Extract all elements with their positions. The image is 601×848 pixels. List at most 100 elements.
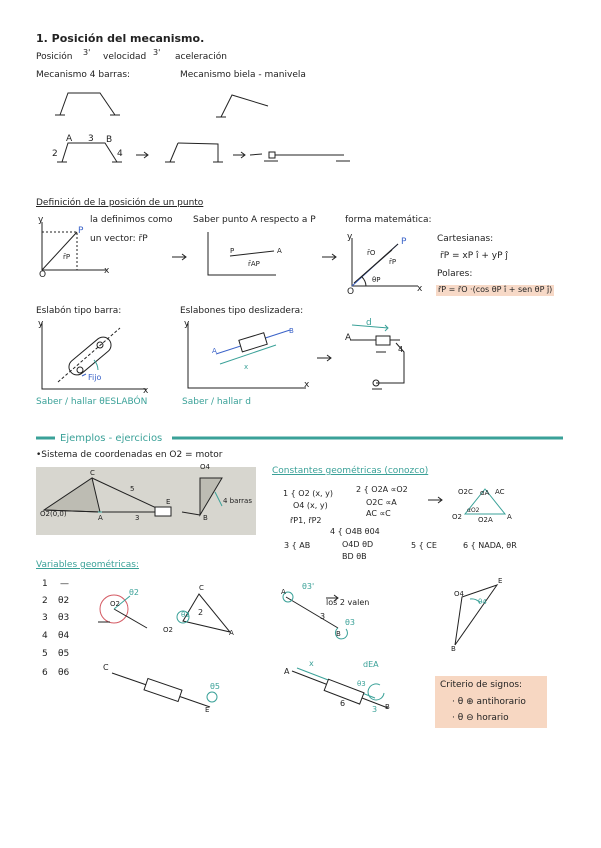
var-v-1: — (60, 579, 69, 589)
header-aceleracion: aceleración (175, 52, 227, 62)
vfig-theta3-prime: θ3' (302, 582, 315, 591)
polares-eq: r̄P = r̄O ·(cos θP î + sen θP ĵ) (436, 285, 555, 296)
photo-label-5: 5 (130, 485, 135, 493)
vfig-C: C (199, 584, 204, 592)
vfig-los-2-valen: los 2 valen (326, 598, 370, 607)
vfig-theta3: θ3 (345, 618, 355, 627)
saber-hallar-d: Saber / hallar d (182, 397, 251, 407)
saber-theta-eslabon: Saber / hallar θESLABÓN (36, 397, 148, 407)
const-item-8: 4 { O4B θ04 (330, 527, 380, 536)
const-item-6: AC ∝C (366, 509, 391, 518)
var-n-1: 1 (42, 579, 48, 589)
esl-axis-x-1: x (143, 386, 149, 396)
header-arrow-2: 3' (153, 48, 161, 57)
polares-title: Polares: (437, 269, 473, 279)
def-text-2: un vector: r̄P (90, 234, 148, 244)
vfig-2: 2 (198, 608, 204, 617)
origin-O-1: O (39, 270, 47, 280)
criterio-signos-box (435, 676, 547, 728)
cartesianas-title: Cartesianas: (437, 234, 494, 244)
photo-label-O4: O4 (200, 463, 210, 471)
vfig-B-1: B (336, 630, 341, 638)
esl-axis-y-1: y (38, 319, 44, 329)
header-velocidad: velocidad (103, 52, 147, 62)
var-n-4: 4 (42, 631, 48, 641)
def-text-1: la definimos como (90, 215, 173, 225)
cartesianas-eq: r̄P = xP î + yP ĵ (440, 251, 508, 261)
esl-4: 4 (398, 345, 404, 354)
sistema-coordenadas-bullet: •Sistema de coordenadas en O2 = motor (36, 450, 223, 460)
vfig-3: 3 (320, 612, 326, 621)
photo-label-3: 3 (135, 514, 140, 522)
vfig-B-2: B (451, 645, 456, 653)
esl-A-2: A (345, 333, 352, 343)
photo-label-E: E (166, 498, 171, 506)
esl-B: B (289, 327, 294, 335)
vfig-A-1: A (229, 629, 234, 637)
vfig-E-2: E (205, 706, 210, 714)
vfig-6: 6 (340, 699, 346, 708)
point-A-2: A (277, 247, 282, 255)
vector-rP-3: r̄P (389, 258, 397, 266)
axis-x-1: x (104, 266, 110, 276)
label-4: 4 (117, 149, 123, 159)
const-item-4: 2 { O2A ∝O2 (356, 485, 408, 494)
vfig-O2-2: O2 (163, 626, 173, 634)
saber-punto-text: Saber punto A respecto a P (193, 215, 316, 225)
header-posicion: Posición (36, 52, 73, 62)
vfig-theta2-2: θ2 (181, 611, 190, 619)
fijo-label: Fijo (88, 373, 102, 382)
variables-title: Variables geométricas: (36, 560, 139, 570)
const-item-10: BD θB (342, 552, 367, 561)
var-v-4: θ4 (58, 631, 70, 641)
mecanismo-4-barras-label: Mecanismo 4 barras: (36, 70, 131, 80)
vfig-E-1: E (498, 577, 503, 585)
label-B: B (106, 135, 113, 145)
tri-label-O2A: O2A (478, 516, 493, 524)
point-P-3: P (401, 237, 407, 247)
esl-x: x (244, 363, 249, 371)
tri-label-O2C: O2C (458, 488, 473, 496)
eslabon-barra-title: Eslabón tipo barra: (36, 306, 122, 316)
const-item-9: O4D θD (342, 540, 374, 549)
esl-A: A (212, 347, 217, 355)
photo-label-A: A (98, 514, 103, 522)
var-v-6: θ6 (58, 668, 70, 678)
signos-horario: · θ ⊖ horario (452, 713, 509, 723)
var-n-2: 2 (42, 596, 48, 606)
axis-x-3: x (417, 284, 423, 294)
axis-y-3: y (347, 232, 353, 242)
var-v-3: θ3 (58, 613, 70, 623)
label-2: 2 (52, 149, 58, 159)
var-v-5: θ5 (58, 649, 70, 659)
tri-label-alphaA: αA (480, 489, 490, 497)
photo-label-4barras: 4 barras (223, 497, 252, 505)
vfig-O2-1: O2 (110, 600, 120, 608)
criterio-signos-title: Criterio de signos: (440, 680, 523, 690)
vector-rP-1: r̄P (63, 253, 71, 261)
const-item-11: 5 { CE (411, 541, 437, 550)
vfig-theta4: θ4 (478, 598, 487, 606)
vfig-A-3: A (284, 667, 290, 676)
vfig-B-3: B (385, 703, 390, 711)
photo-label-B: B (203, 514, 208, 522)
esl-d: d (366, 318, 372, 328)
const-item-5: O2C ∝A (366, 498, 397, 507)
vfig-3-b: 3 (372, 705, 378, 714)
var-n-5: 5 (42, 649, 48, 659)
label-3: 3 (88, 134, 94, 144)
origin-O-3: O (347, 287, 355, 297)
const-item-7: 3 { AB (284, 541, 311, 550)
tri-label-alphaO2: αO2 (467, 507, 480, 514)
eslabones-deslizadera-title: Eslabones tipo deslizadera: (180, 306, 304, 316)
vfig-C-2: C (103, 663, 109, 672)
var-n-6: 6 (42, 668, 48, 678)
esl-axis-x-2: x (304, 380, 310, 390)
point-P-2: P (230, 247, 235, 255)
vfig-theta3-b: θ3 (357, 680, 366, 688)
